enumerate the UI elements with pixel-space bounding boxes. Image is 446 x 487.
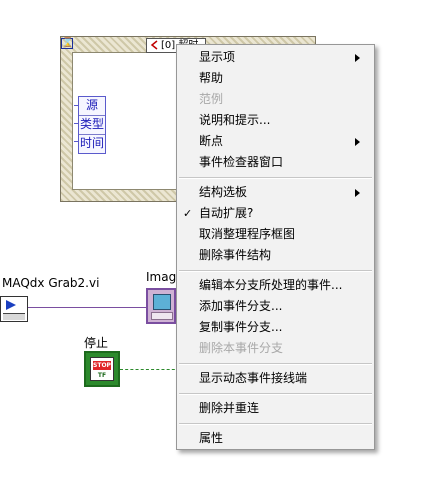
menu-separator [179, 177, 372, 179]
camera-bar-icon [3, 313, 25, 320]
image-indicator-terminal[interactable] [146, 288, 176, 324]
stop-button-terminal[interactable]: STOP TF [84, 351, 120, 387]
image-bar-icon [151, 312, 173, 320]
menu-item-structures-palette[interactable]: 结构选板 [177, 182, 374, 203]
menu-item-undo-cleanup[interactable]: 取消整理程序框图 [177, 224, 374, 245]
menu-item-help[interactable]: 帮助 [177, 68, 374, 89]
event-data-source[interactable]: 源 [79, 97, 105, 116]
menu-item-label: 帮助 [199, 71, 224, 85]
context-menu: 显示项 帮助 范例 说明和提示... 断点 事件检查器窗口 结构选板 ✓ 自动扩展… [176, 44, 375, 450]
menu-item-event-inspector[interactable]: 事件检查器窗口 [177, 152, 374, 173]
image-wire[interactable] [28, 307, 146, 308]
menu-item-label: 断点 [199, 134, 224, 148]
submenu-arrow-icon [355, 54, 360, 62]
event-node-terminal [74, 105, 78, 106]
event-node-terminal [74, 141, 78, 142]
case-selector-arrow-icon[interactable] [150, 40, 160, 50]
menu-item-show-items[interactable]: 显示项 [177, 47, 374, 68]
menu-item-add-event-case[interactable]: 添加事件分支... [177, 296, 374, 317]
menu-separator [179, 423, 372, 425]
menu-item-label: 删除本事件分支 [199, 341, 284, 355]
menu-item-breakpoint[interactable]: 断点 [177, 131, 374, 152]
menu-item-delete-event-case: 删除本事件分支 [177, 338, 374, 359]
menu-item-label: 添加事件分支... [199, 299, 283, 313]
boolean-wire[interactable] [120, 369, 180, 370]
run-arrow-icon [6, 300, 16, 310]
menu-item-label: 说明和提示... [199, 113, 271, 127]
submenu-arrow-icon [355, 138, 360, 146]
stop-label: 停止 [84, 336, 109, 350]
grab-vi-label: MAQdx Grab2.vi [2, 276, 100, 290]
menu-item-label: 结构选板 [199, 185, 248, 199]
image-picture-icon [153, 294, 171, 310]
image-indicator-label: Imag [146, 270, 177, 284]
menu-item-label: 范例 [199, 92, 224, 106]
menu-item-delete-and-reconnect[interactable]: 删除并重连 [177, 398, 374, 419]
menu-item-description-tips[interactable]: 说明和提示... [177, 110, 374, 131]
event-data-time[interactable]: 时间 [79, 136, 104, 150]
timeout-terminal-icon[interactable]: ⌛ [61, 38, 74, 49]
menu-separator [179, 363, 372, 365]
event-data-type[interactable]: 类型 [79, 116, 105, 135]
menu-item-remove-event-structure[interactable]: 删除事件结构 [177, 245, 374, 266]
check-icon: ✓ [183, 207, 193, 220]
menu-item-duplicate-event-case[interactable]: 复制事件分支... [177, 317, 374, 338]
menu-item-label: 编辑本分支所处理的事件... [199, 278, 343, 292]
menu-item-label: 属性 [199, 431, 224, 445]
event-node-terminal [74, 123, 78, 124]
menu-item-examples: 范例 [177, 89, 374, 110]
stop-terminal-face: STOP TF [90, 357, 114, 381]
menu-item-label: 自动扩展? [199, 206, 254, 220]
menu-item-label: 显示动态事件接线端 [199, 371, 308, 385]
event-data-node[interactable]: 源 类型 时间 [78, 96, 106, 154]
menu-item-label: 删除并重连 [199, 401, 260, 415]
menu-separator [179, 270, 372, 272]
menu-item-edit-events[interactable]: 编辑本分支所处理的事件... [177, 275, 374, 296]
menu-item-properties[interactable]: 属性 [177, 428, 374, 449]
menu-item-label: 取消整理程序框图 [199, 227, 296, 241]
menu-item-auto-grow[interactable]: ✓ 自动扩展? [177, 203, 374, 224]
menu-item-label: 事件检查器窗口 [199, 155, 284, 169]
boolean-tf-glyph: TF [97, 372, 107, 379]
stop-button-glyph: STOP [93, 361, 111, 370]
menu-item-label: 显示项 [199, 50, 236, 64]
submenu-arrow-icon [355, 189, 360, 197]
menu-item-label: 删除事件结构 [199, 248, 272, 262]
grab-vi-icon[interactable] [0, 296, 28, 322]
menu-item-show-dynamic-terminals[interactable]: 显示动态事件接线端 [177, 368, 374, 389]
menu-item-label: 复制事件分支... [199, 320, 283, 334]
menu-separator [179, 393, 372, 395]
